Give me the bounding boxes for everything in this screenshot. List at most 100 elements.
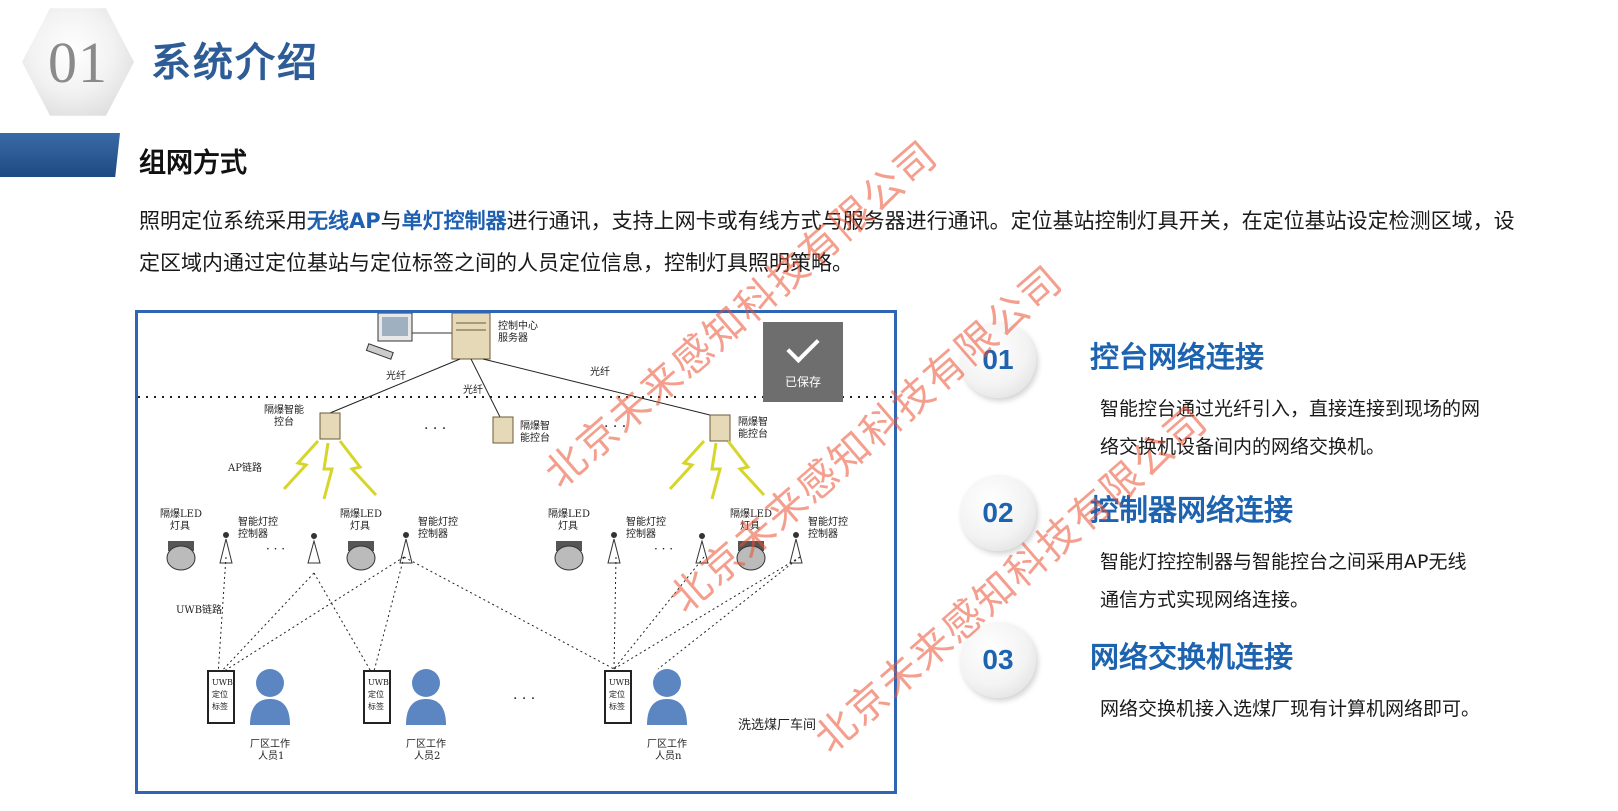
intro-paragraph: 照明定位系统采用无线AP与单灯控制器进行通讯，支持上网卡或有线方式与服务器进行通… — [139, 200, 1519, 284]
server-icon — [451, 313, 491, 360]
uwb-tag-icon — [604, 670, 632, 724]
saved-indicator[interactable]: 已保存 — [763, 322, 843, 402]
controller-label: 控制器 — [238, 527, 268, 540]
feature-desc: 智能控台通过光纤引入，直接连接到现场的网络交换机设备间内的网络交换机。 — [1100, 398, 1481, 458]
console-label-2b: 能控台 — [520, 431, 550, 444]
saved-label: 已保存 — [784, 375, 821, 389]
controller-label: 智能灯控 — [238, 515, 278, 528]
led-label: 灯具 — [558, 520, 578, 532]
uwb-links — [217, 556, 801, 676]
antenna-icon — [695, 533, 709, 564]
dots-3: · · · — [513, 691, 535, 707]
worker-icon — [250, 669, 290, 725]
dots-1: · · · — [424, 421, 446, 437]
dots-2: · · · — [604, 419, 626, 435]
dots: · · · — [266, 542, 285, 556]
controller-label: 控制器 — [808, 527, 838, 540]
dots: · · · — [654, 542, 673, 556]
led-label: 灯具 — [350, 520, 370, 532]
worker-label: 厂区工作 — [406, 738, 446, 750]
feature-title: 控制器网络连接 — [1090, 493, 1294, 527]
uwb-tag-icon — [363, 670, 391, 724]
tag-label: 标签 — [212, 701, 228, 711]
console-icon-1 — [319, 412, 341, 440]
feature-number: 02 — [960, 475, 1036, 551]
feature-desc: 网络交换机接入选煤厂现有计算机网络即可。 — [1100, 698, 1481, 720]
intro-text-post: 进行通讯，支持上网卡或有线方式与服务器进行通讯。定位基站控制灯具开关，在定位基站… — [139, 209, 1515, 275]
tag-label: 标签 — [368, 701, 384, 711]
worker-label: 厂区工作 — [250, 738, 290, 750]
tag-label: UWB — [212, 678, 233, 687]
section-title: 组网方式 — [139, 148, 247, 179]
controller-label: 智能灯控 — [626, 515, 666, 528]
intro-text-pre: 照明定位系统采用 — [139, 209, 307, 233]
led-label: 隔爆LED — [730, 508, 772, 520]
section-accent-bar — [0, 133, 120, 177]
led-label: 灯具 — [740, 520, 760, 532]
led-label: 灯具 — [170, 520, 190, 532]
fiber-label-1: 光纤 — [386, 369, 406, 382]
fiber-label-3: 光纤 — [590, 365, 610, 378]
worker-label: 人员1 — [258, 750, 284, 762]
led-fixture-icon — [346, 541, 376, 571]
server-label-1: 控制中心 — [498, 319, 538, 332]
console-label-3b: 能控台 — [738, 427, 768, 440]
feature-desc: 智能灯控控制器与智能控台之间采用AP无线通信方式实现网络连接。 — [1100, 551, 1467, 611]
console-label-3a: 隔爆智 — [738, 415, 768, 428]
ap-link-label: AP链路 — [227, 461, 262, 474]
controller-antenna-icon — [607, 532, 621, 564]
tag-label: 定位 — [609, 689, 625, 699]
section-number-badge: 01 — [22, 8, 134, 116]
worker-icon — [406, 669, 446, 725]
uwb-tag-icon — [207, 670, 235, 724]
intro-highlight-controller: 单灯控制器 — [401, 209, 507, 233]
wireless-links — [282, 439, 766, 500]
checkmark-icon — [786, 329, 820, 364]
worker-label: 人员2 — [414, 750, 440, 762]
tag-label: UWB — [609, 678, 630, 687]
worker-label: 人员n — [655, 750, 682, 762]
controller-label: 智能灯控 — [418, 515, 458, 528]
tag-label: UWB — [368, 678, 389, 687]
console-icon-3 — [709, 414, 731, 442]
intro-text-mid: 与 — [380, 209, 402, 233]
uwb-link-label: UWB链路 — [176, 603, 222, 616]
worker-icon — [647, 669, 687, 725]
led-label: 隔爆LED — [160, 508, 202, 520]
tag-label: 标签 — [609, 701, 625, 711]
feature-title: 网络交换机连接 — [1090, 640, 1294, 674]
controller-label: 控制器 — [418, 527, 448, 540]
controller-label: 控制器 — [626, 527, 656, 540]
led-fixture-icon — [736, 541, 766, 571]
antenna-icon — [307, 533, 321, 564]
tag-label: 定位 — [368, 689, 384, 699]
field-device-group: 隔爆LED灯具智能灯控控制器· · · — [548, 508, 709, 571]
controller-antenna-icon — [789, 532, 803, 564]
console-icon-2 — [492, 416, 514, 444]
monitor-icon — [365, 313, 413, 360]
network-diagram: 控制中心 服务器 光纤 光纤 光纤 隔爆智能 控台 隔爆智 能控台 隔爆智 能控… — [135, 310, 897, 794]
feature-number: 03 — [960, 622, 1036, 698]
feature-title: 控台网络连接 — [1090, 340, 1265, 374]
section-number: 01 — [48, 29, 108, 95]
fiber-label-2: 光纤 — [463, 383, 483, 396]
console-label-1a: 隔爆智能 — [264, 403, 304, 416]
worker-label: 厂区工作 — [647, 738, 687, 750]
led-label: 隔爆LED — [340, 508, 382, 520]
workshop-label: 洗选煤厂车间 — [738, 717, 816, 733]
page-title: 系统介绍 — [151, 40, 319, 86]
led-fixture-icon — [166, 541, 196, 571]
led-fixture-icon — [554, 541, 584, 571]
console-label-2a: 隔爆智 — [520, 419, 550, 432]
feature-number: 01 — [960, 322, 1036, 398]
intro-highlight-ap: 无线AP — [307, 209, 381, 233]
controller-antenna-icon — [399, 532, 413, 564]
console-label-1b: 控台 — [274, 415, 294, 428]
controller-label: 智能灯控 — [808, 515, 848, 528]
